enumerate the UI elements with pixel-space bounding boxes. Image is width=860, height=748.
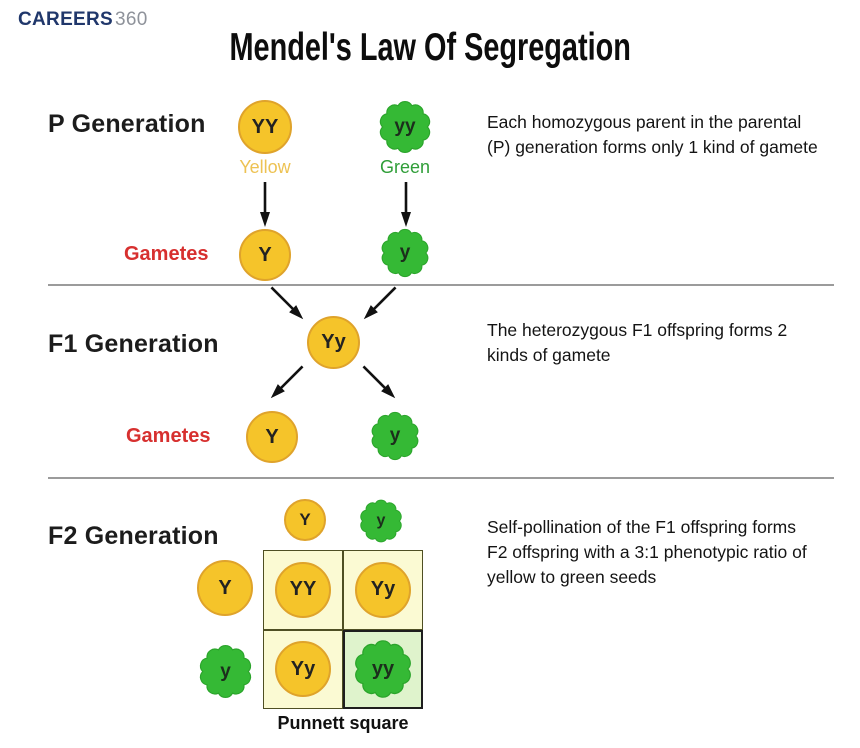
punnett-cell-Yy-bottom-genotype: Yy xyxy=(290,657,316,680)
f1-generation-label: F1 Generation xyxy=(48,330,219,358)
p-generation-note: Each homozygous parent in the parental (… xyxy=(487,112,818,157)
punnett-square: YY Yy Yy yy xyxy=(263,550,423,709)
p-gamete-green-seed: y xyxy=(379,227,431,279)
page-title-wrap: Mendel's Law Of Segregation xyxy=(0,26,860,70)
flower-shape-icon xyxy=(381,228,429,278)
arrow-converge-left-icon xyxy=(266,282,307,323)
f1-gametes-label: Gametes xyxy=(126,425,211,447)
f1-generation-note: The heterozygous F1 offspring forms 2 ki… xyxy=(487,320,788,365)
p-generation-label: P Generation xyxy=(48,110,206,138)
arrow-down-green-icon xyxy=(400,181,412,227)
f2-generation-note: Self-pollination of the F1 offspring for… xyxy=(487,517,807,587)
punnett-top-header-green: y xyxy=(358,498,404,544)
punnett-top-header-green-genotype: y xyxy=(376,512,386,529)
p-gamete-yellow-genotype: Y xyxy=(258,243,272,266)
punnett-cell-Yy-top-genotype: Yy xyxy=(370,578,396,601)
arrow-converge-right-icon xyxy=(359,282,400,323)
logo-text-360: 360 xyxy=(115,9,148,30)
page-title: Mendel's Law Of Segregation xyxy=(229,26,631,69)
section-divider xyxy=(48,477,834,479)
p-parent-green-genotype: yy xyxy=(394,116,416,137)
f2-generation-label: F2 Generation xyxy=(48,522,219,550)
p-gamete-yellow-seed: Y xyxy=(239,229,291,281)
p-parent-green-phenotype: Green xyxy=(379,157,431,177)
punnett-cell-YY: YY xyxy=(263,550,343,630)
punnett-cell-Yy-top: Yy xyxy=(343,550,423,630)
flower-shape-icon xyxy=(355,640,411,699)
punnett-left-header-green-genotype: y xyxy=(220,660,231,682)
punnett-cell-yy-genotype: yy xyxy=(371,657,395,680)
punnett-top-header-yellow: Y xyxy=(284,499,326,541)
f1-gamete-yellow-genotype: Y xyxy=(265,425,279,448)
section-divider xyxy=(48,284,834,286)
punnett-left-header-yellow: Y xyxy=(197,560,253,616)
flower-shape-icon xyxy=(371,411,419,461)
f1-gamete-green-seed: y xyxy=(369,410,421,462)
flower-shape-icon xyxy=(360,499,402,543)
p-gamete-green-genotype: y xyxy=(399,242,411,263)
f1-offspring-seed: Yy xyxy=(307,316,360,369)
arrow-diverge-right-icon xyxy=(358,361,399,402)
p-parent-yellow-seed: YY xyxy=(238,100,292,154)
punnett-cell-YY-genotype: YY xyxy=(289,578,317,601)
p-parent-yellow-genotype: YY xyxy=(251,115,279,138)
f1-gamete-yellow-seed: Y xyxy=(246,411,298,463)
punnett-square-caption: Punnett square xyxy=(277,713,409,733)
p-gametes-label: Gametes xyxy=(124,243,209,265)
flower-shape-icon xyxy=(379,100,431,154)
punnett-left-header-green: y xyxy=(197,643,254,700)
arrow-diverge-left-icon xyxy=(266,361,307,402)
punnett-left-header-yellow-genotype: Y xyxy=(218,576,232,599)
p-parent-yellow-phenotype: Yellow xyxy=(239,157,291,177)
arrow-down-yellow-icon xyxy=(259,181,271,227)
punnett-top-header-yellow-genotype: Y xyxy=(299,510,311,529)
punnett-cell-yy: yy xyxy=(343,629,423,709)
logo-text-careers: CAREERS xyxy=(18,9,114,30)
punnett-cell-Yy-bottom: Yy xyxy=(263,629,343,709)
flower-shape-icon xyxy=(199,645,252,698)
p-parent-green-seed: yy xyxy=(377,99,433,155)
f1-gamete-green-genotype: y xyxy=(389,425,401,446)
f1-offspring-genotype: Yy xyxy=(321,331,346,353)
